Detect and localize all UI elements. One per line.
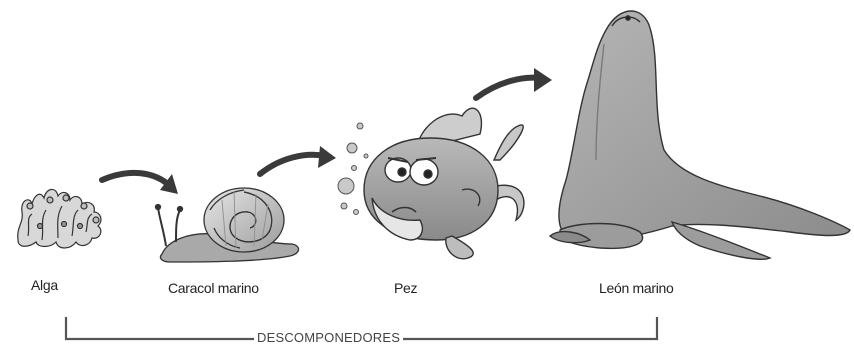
fish-icon — [363, 107, 525, 260]
arrow-algae-to-snail — [99, 169, 178, 194]
label-alga: Alga — [31, 277, 58, 293]
label-caracol-marino: Caracol marino — [168, 280, 259, 296]
label-pez: Pez — [394, 280, 418, 296]
arrow-fish-to-sealion — [473, 68, 552, 101]
algae-icon — [17, 188, 102, 249]
label-leon-marino: León marino — [599, 280, 674, 296]
arrow-snail-to-fish — [257, 146, 336, 177]
bubbles-icon — [337, 122, 369, 215]
decomposers-label: DESCOMPONEDORES — [254, 330, 404, 345]
sea-lion-icon — [548, 10, 851, 260]
sea-snail-icon — [154, 187, 300, 263]
